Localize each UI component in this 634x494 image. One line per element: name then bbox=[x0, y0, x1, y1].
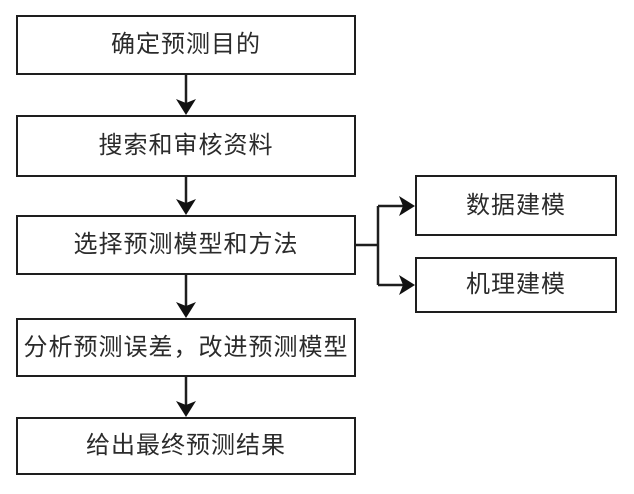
flow-node-step-1: 确定预测目的 bbox=[16, 15, 356, 75]
arrow-step2-step3 bbox=[176, 177, 196, 215]
arrowhead-down-icon bbox=[176, 302, 196, 318]
flow-node-label: 确定预测目的 bbox=[111, 31, 261, 58]
arrow-step4-step5 bbox=[176, 377, 196, 417]
flow-node-branch-data-modeling: 数据建模 bbox=[415, 175, 617, 236]
arrowhead-right-icon bbox=[399, 275, 415, 295]
flow-node-step-2: 搜索和审核资料 bbox=[16, 115, 356, 177]
flow-node-label: 数据建模 bbox=[466, 191, 566, 219]
flow-node-label: 机理建模 bbox=[466, 271, 566, 298]
flow-node-step-3: 选择预测模型和方法 bbox=[16, 215, 356, 275]
flow-node-step-5: 给出最终预测结果 bbox=[16, 417, 356, 475]
arrowhead-down-icon bbox=[176, 401, 196, 417]
flow-node-branch-mechanism-modeling: 机理建模 bbox=[415, 257, 617, 313]
flow-node-label: 给出最终预测结果 bbox=[86, 432, 286, 459]
arrow-step3-step4 bbox=[176, 275, 196, 318]
flow-node-label: 选择预测模型和方法 bbox=[73, 231, 299, 258]
branch-connector bbox=[356, 196, 415, 295]
flow-node-label: 搜索和审核资料 bbox=[98, 132, 274, 159]
arrowhead-down-icon bbox=[176, 99, 196, 115]
flow-node-step-4: 分析预测误差，改进预测模型 bbox=[16, 318, 356, 377]
arrowhead-right-icon bbox=[399, 196, 415, 216]
arrowhead-down-icon bbox=[176, 199, 196, 215]
arrow-step1-step2 bbox=[176, 75, 196, 115]
flow-node-label: 分析预测误差，改进预测模型 bbox=[23, 333, 349, 361]
